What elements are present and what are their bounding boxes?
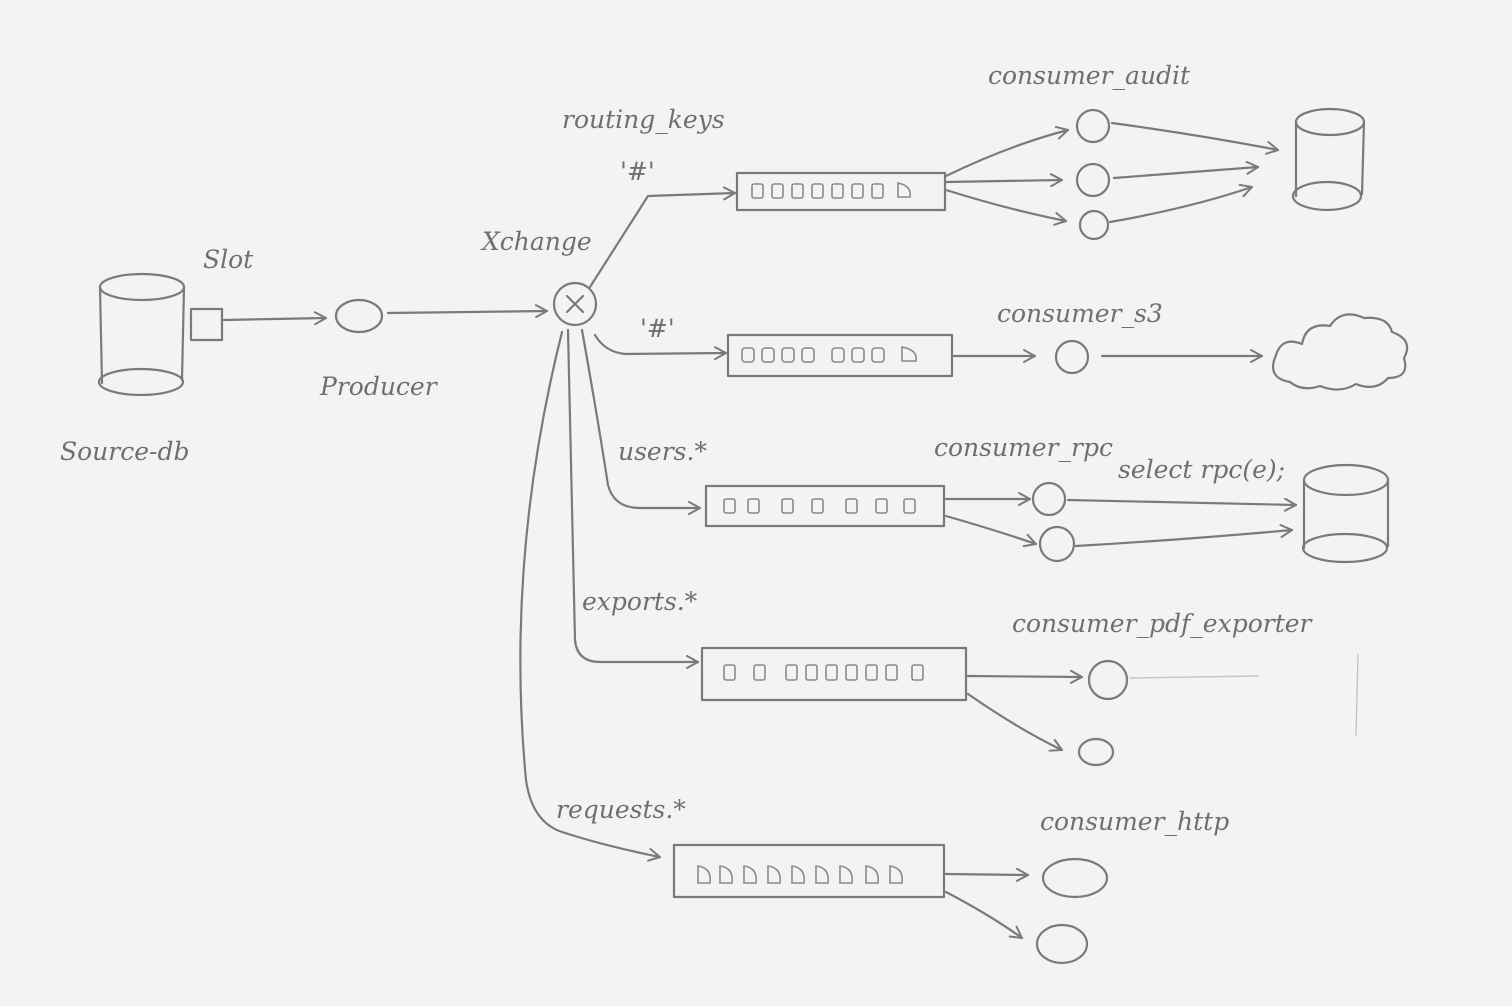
select-rpc-label: select rpc(e); (1118, 455, 1285, 484)
queue-rpc (704, 484, 946, 528)
consumer-rpc-label: consumer_rpc (934, 433, 1113, 462)
producer-node (334, 298, 384, 334)
http-queue-to-consumer-2 (944, 890, 1024, 940)
queue-http (672, 843, 946, 899)
consumer-audit-1 (1075, 108, 1111, 144)
slot-label: Slot (203, 245, 254, 274)
audit-consumer-2-to-db (1112, 160, 1260, 180)
source-db-database-icon (97, 272, 186, 397)
consumer-pdf-exporter-label: consumer_pdf_exporter (1012, 609, 1314, 638)
audit-database-icon (1291, 107, 1366, 212)
route-hash-2-key: '#' (640, 314, 675, 343)
slot-to-producer-arrow (222, 311, 328, 326)
audit-consumer-1-to-db (1110, 121, 1280, 155)
routing-keys-label: routing_keys (562, 105, 725, 134)
route-exports-arrow (566, 328, 700, 669)
audit-consumer-3-to-db (1108, 183, 1254, 224)
pdf-queue-to-consumer-2 (966, 692, 1064, 752)
consumer-pdf-exporter-1 (1087, 659, 1129, 701)
consumer-http-1 (1041, 857, 1109, 899)
route-hash-2-arrow (593, 333, 728, 361)
audit-queue-to-consumer-1 (944, 125, 1070, 178)
rpc-consumer-2-to-db (1074, 524, 1294, 548)
rpc-database-icon (1301, 463, 1390, 564)
route-exports-key: exports.* (582, 587, 698, 616)
producer-to-exchange-arrow (386, 304, 549, 319)
s3-cloud-icon (1272, 313, 1409, 391)
rpc-consumer-1-to-db (1066, 497, 1298, 512)
consumer-rpc-2 (1038, 525, 1076, 563)
consumer-audit-3 (1078, 209, 1110, 241)
consumer-pdf-exporter-2 (1077, 737, 1115, 767)
source-db-label: Source-db (60, 437, 189, 466)
audit-queue-to-consumer-3 (944, 188, 1068, 226)
pdf-queue-to-consumer-1 (966, 669, 1084, 684)
slot-box (189, 307, 224, 342)
route-requests-key: requests.* (556, 795, 686, 824)
route-hash-1-arrow (588, 186, 737, 289)
queue-s3 (726, 333, 954, 378)
exchange-label: Xchange (480, 227, 592, 256)
consumer-http-label: consumer_http (1040, 807, 1229, 836)
route-users-key: users.* (618, 437, 707, 466)
consumer-audit-label: consumer_audit (988, 61, 1191, 90)
route-requests-arrow (519, 330, 662, 862)
consumer-http-2 (1035, 923, 1089, 965)
exchange-x-icon (552, 281, 598, 327)
http-queue-to-consumer-1 (944, 867, 1030, 882)
route-users-arrow (580, 328, 702, 515)
consumer-s3-label: consumer_s3 (997, 299, 1163, 328)
pdf-faint-vertical-line (1355, 654, 1359, 736)
queue-pdf-exporter (700, 646, 968, 702)
producer-label: Producer (319, 372, 439, 401)
queue-audit (735, 171, 947, 212)
rpc-queue-to-consumer-2 (944, 514, 1038, 548)
consumer-rpc-1 (1031, 481, 1067, 517)
pdf-consumer-faint-line (1129, 675, 1259, 679)
consumer-s3 (1054, 339, 1090, 375)
route-hash-1-key: '#' (620, 157, 655, 186)
consumer-audit-2 (1075, 162, 1111, 198)
audit-queue-to-consumer-2 (944, 173, 1064, 188)
